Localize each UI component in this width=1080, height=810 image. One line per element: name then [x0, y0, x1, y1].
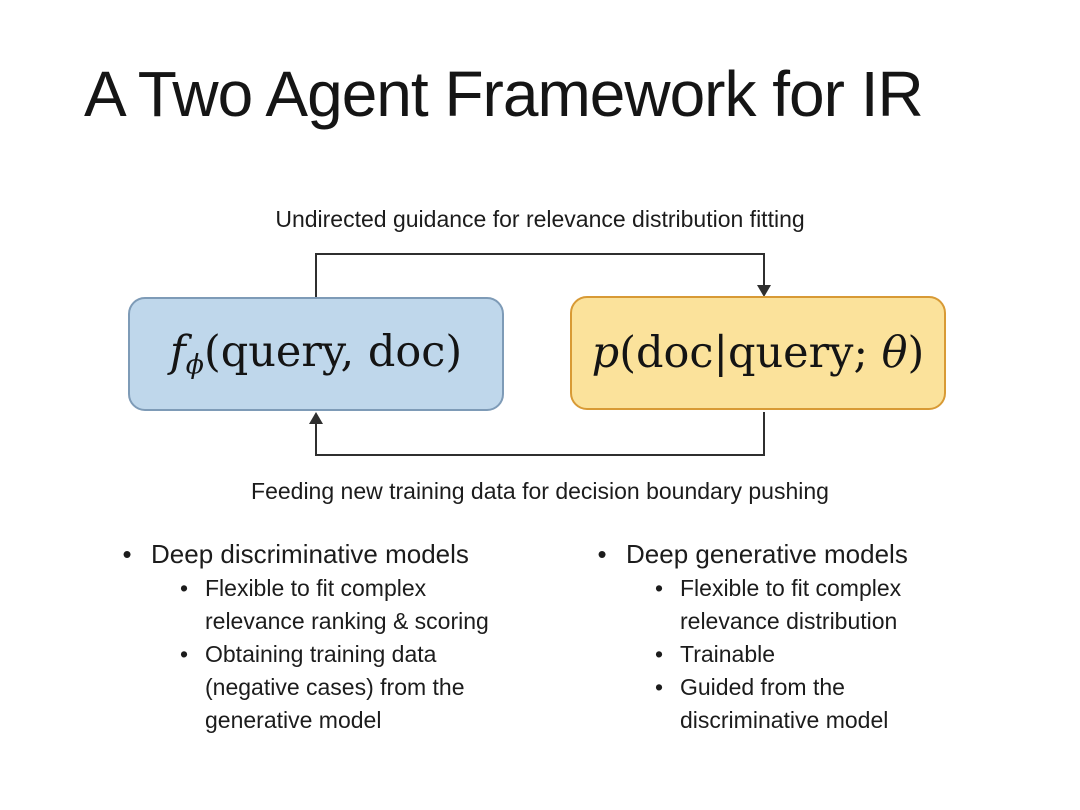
list-item-text: Flexible to fit complex relevance distri…: [680, 575, 902, 634]
list-item-text: Trainable: [680, 641, 776, 667]
generator-box: p(doc|query; θ): [570, 296, 946, 410]
arrow-down-icon: [757, 285, 771, 297]
generator-formula: p(doc|query; θ): [592, 328, 925, 378]
bottom-caption: Feeding new training data for decision b…: [251, 478, 829, 504]
connector-line: [763, 412, 765, 456]
discriminator-box: fϕ(query, doc): [128, 297, 504, 411]
list-item: • Flexible to fit complex relevance dist…: [651, 572, 983, 638]
bullet-icon: •: [179, 575, 189, 601]
generative-models-list: • Deep generative models • Flexible to f…: [593, 538, 983, 737]
list-heading: Deep discriminative models: [151, 539, 469, 569]
list-heading-row: • Deep discriminative models: [118, 538, 538, 571]
top-caption: Undirected guidance for relevance distri…: [275, 206, 805, 232]
formula-close-paren: ): [907, 328, 925, 378]
bullet-icon: •: [654, 674, 664, 700]
discriminative-models-list: • Deep discriminative models • Flexible …: [118, 538, 538, 737]
list-item-text: Guided from the discriminative model: [680, 674, 889, 733]
list-item: • Flexible to fit complex relevance rank…: [176, 572, 538, 638]
list-heading: Deep generative models: [626, 539, 908, 569]
formula-arguments: (query, doc): [203, 327, 463, 378]
connector-line: [315, 424, 317, 455]
list-item-text: Obtaining training data (negative cases)…: [205, 641, 465, 733]
list-item: • Trainable: [651, 638, 983, 671]
sub-list: • Flexible to fit complex relevance dist…: [651, 572, 983, 737]
connector-line: [315, 253, 317, 298]
connector-line: [763, 253, 765, 287]
formula-function-symbol: p: [591, 328, 620, 378]
connector-line: [315, 454, 765, 456]
arrow-up-icon: [309, 412, 323, 424]
bullet-icon: •: [122, 539, 132, 569]
formula-theta-symbol: θ: [881, 328, 908, 378]
formula-function-symbol: f: [169, 327, 186, 378]
bullet-icon: •: [179, 641, 189, 667]
list-item: • Guided from the discriminative model: [651, 671, 983, 737]
connector-line: [315, 253, 765, 255]
bullet-icon: •: [654, 575, 664, 601]
formula-subscript-phi: ϕ: [185, 349, 204, 381]
bullet-icon: •: [654, 641, 664, 667]
bullet-icon: •: [597, 539, 607, 569]
list-item-text: Flexible to fit complex relevance rankin…: [205, 575, 489, 634]
sub-list: • Flexible to fit complex relevance rank…: [176, 572, 538, 737]
page-title: A Two Agent Framework for IR: [84, 58, 924, 130]
discriminator-formula: fϕ(query, doc): [170, 327, 462, 380]
list-item: • Obtaining training data (negative case…: [176, 638, 538, 737]
list-heading-row: • Deep generative models: [593, 538, 983, 571]
formula-arguments: (doc|query;: [619, 328, 882, 378]
